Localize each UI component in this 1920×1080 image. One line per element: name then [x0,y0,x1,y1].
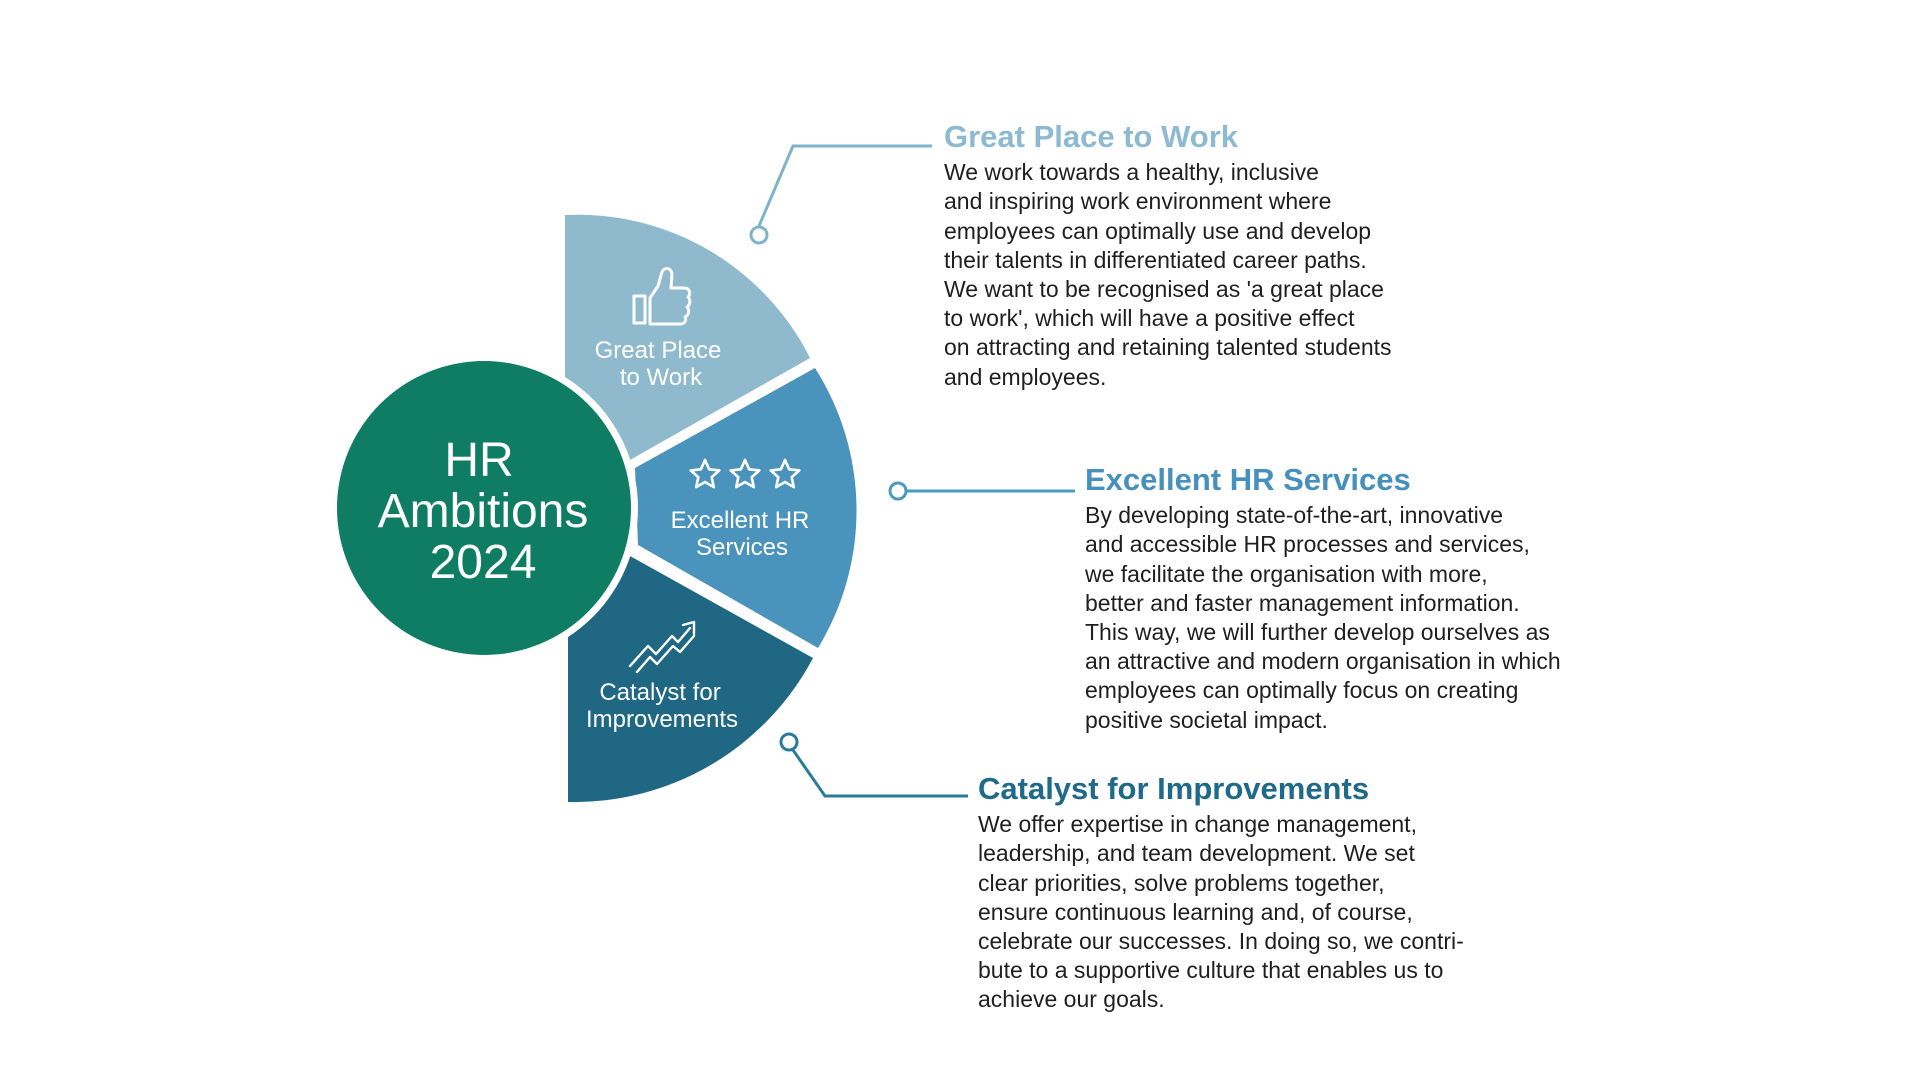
ambition-title: Catalyst for Improvements [978,771,1370,806]
segment-0-label-line-2: to Work [620,364,703,391]
segment-1-label-line-1: Excellent HR [671,507,810,534]
connector-line-catalyst-for-improvements [791,749,968,798]
ambition-block-catalyst-for-improvements: Catalyst for Improvements We offer exper… [978,771,1578,1015]
center-title-line-2: Ambitions [378,485,589,538]
trend-arrow-icon [628,620,696,674]
connector-dot-great-place-to-work [749,225,769,245]
ambition-block-excellent-hr-services: Excellent HR Services By developing stat… [1085,462,1685,735]
center-title-line-1: HR [444,434,513,487]
connector-dot-excellent-hr-services [888,481,908,501]
segment-excellent-hr-services [635,368,857,648]
ambition-description: We work towards a healthy, inclusive and… [944,159,1392,390]
segment-great-place-to-work [565,214,810,460]
segment-catalyst-for-improvements [568,556,813,803]
ambition-block-great-place-to-work: Great Place to Work We work towards a he… [944,119,1544,392]
ambition-description: We offer expertise in change management,… [978,811,1464,1013]
center-title-line-3: 2024 [430,536,537,589]
segment-2-label-line-1: Catalyst for [599,679,720,706]
ambition-title: Excellent HR Services [1085,462,1411,497]
connector-dot-catalyst-for-improvements [779,732,799,752]
ambition-title: Great Place to Work [944,119,1239,154]
segment-2-label-line-2: Improvements [586,706,738,733]
segment-1-label-line-2: Services [696,534,788,561]
ambition-description: By developing state-of-the-art, innovati… [1085,502,1561,733]
connector-line-great-place-to-work [757,144,932,227]
thumbs-up-icon [632,267,692,326]
three-stars-icon [689,458,801,489]
segment-0-label-line-1: Great Place [595,337,722,364]
center-circle [337,361,631,655]
